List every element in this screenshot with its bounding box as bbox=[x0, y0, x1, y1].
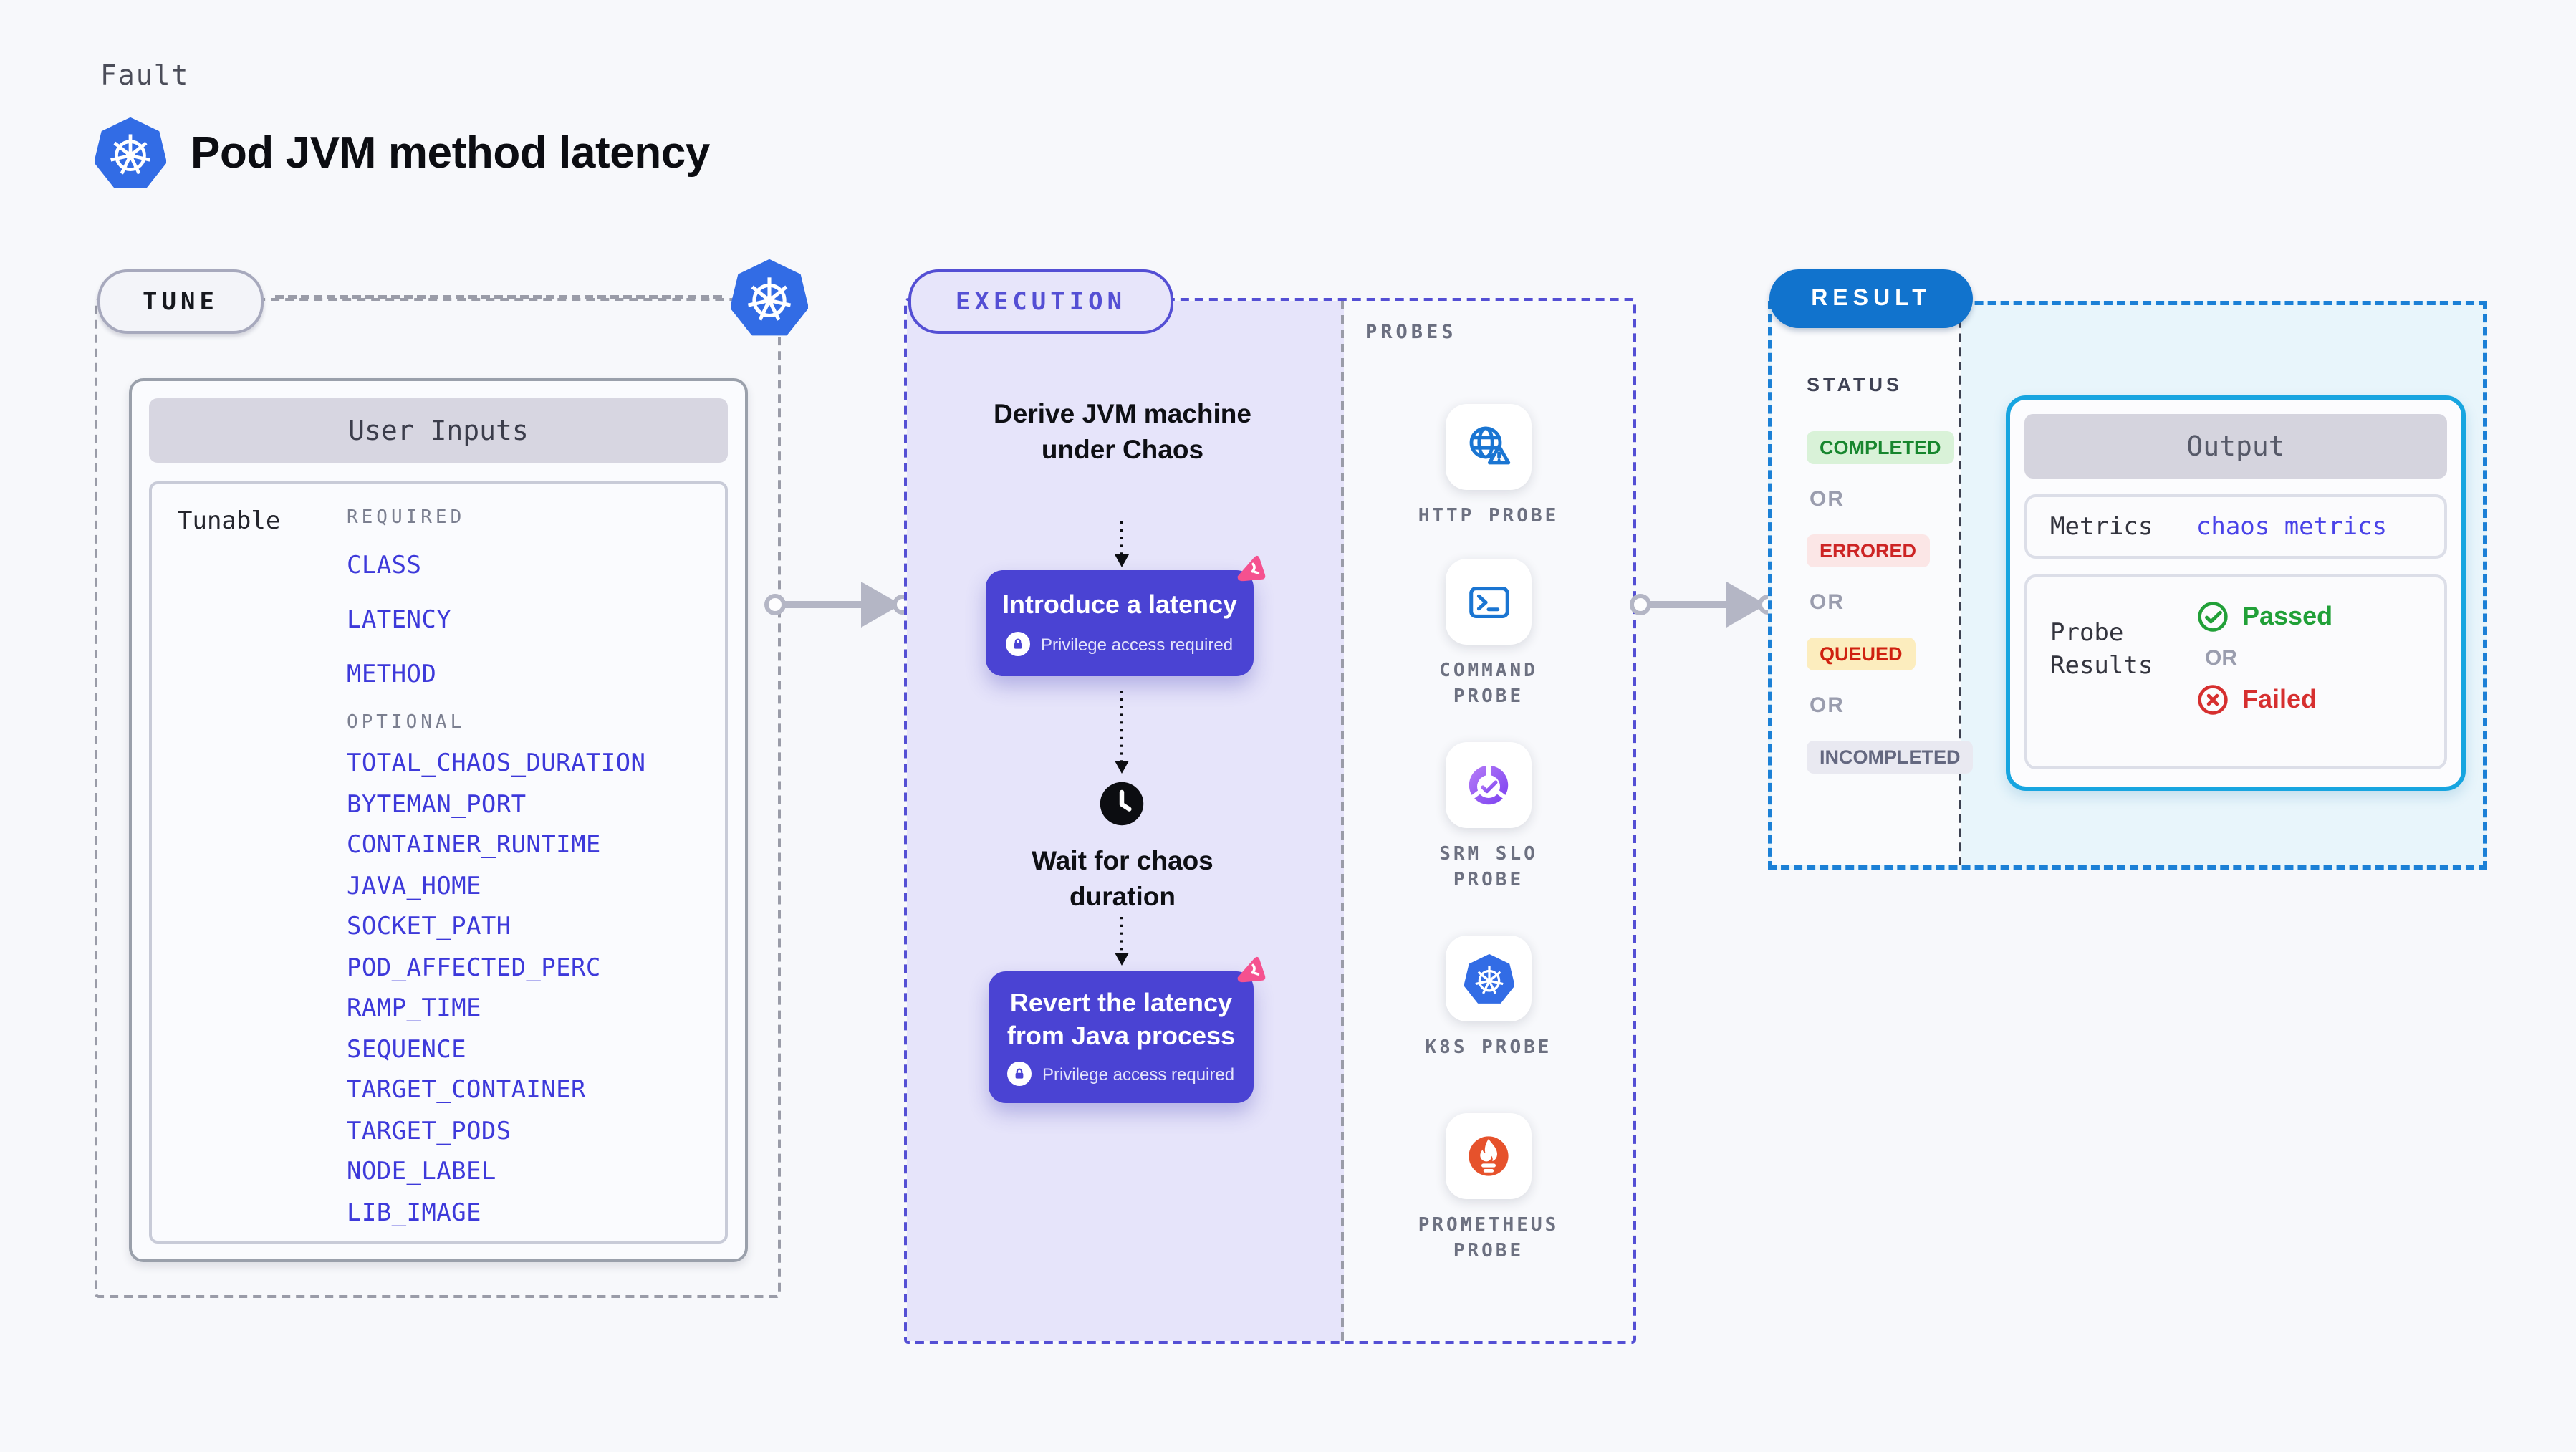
probe-card bbox=[1446, 1113, 1532, 1199]
tunables-panel: Tunable REQUIRED CLASS LATENCY METHOD OP… bbox=[149, 481, 728, 1244]
privilege-note: Privilege access required bbox=[1042, 1064, 1235, 1084]
tunable-item: CLASS bbox=[347, 552, 422, 580]
step-title: Introduce a latency bbox=[1001, 590, 1238, 619]
step-title: from Java process bbox=[1006, 1021, 1236, 1050]
metrics-row: Metrics chaos metrics bbox=[2024, 494, 2447, 559]
tunable-item: SOCKET_PATH bbox=[347, 913, 511, 941]
failed-result: Failed bbox=[2196, 683, 2332, 716]
probe-card bbox=[1446, 404, 1532, 490]
tune-connector-line bbox=[275, 295, 722, 299]
output-card: Output Metrics chaos metrics Probe Resul… bbox=[2006, 395, 2466, 791]
failed-label: Failed bbox=[2242, 685, 2317, 713]
introduce-latency-step: Introduce a latency Privilege access req… bbox=[986, 570, 1254, 676]
k8s-probe-icon bbox=[1464, 953, 1514, 1004]
or-label: OR bbox=[2205, 646, 2237, 670]
lock-icon bbox=[1007, 1062, 1032, 1086]
tunable-item: METHOD bbox=[347, 660, 437, 689]
tunable-item: RAMP_TIME bbox=[347, 994, 481, 1023]
status-badge-errored: ERRORED bbox=[1807, 534, 1930, 567]
status-badge-completed: COMPLETED bbox=[1807, 431, 1954, 464]
tunable-item: JAVA_HOME bbox=[347, 872, 481, 900]
flow-arrow bbox=[1630, 582, 1778, 628]
litmus-chaos-icon bbox=[1231, 549, 1274, 592]
tunable-item: BYTEMAN_PORT bbox=[347, 790, 527, 819]
command-probe-icon bbox=[1464, 577, 1514, 627]
tunable-item: CONTAINER_RUNTIME bbox=[347, 831, 601, 860]
tune-section-box bbox=[95, 298, 781, 1298]
passed-label: Passed bbox=[2242, 602, 2333, 630]
tunable-item: LATENCY bbox=[347, 606, 452, 635]
fault-kicker: Fault bbox=[100, 60, 190, 92]
tunable-item: POD_AFFECTED_PERC bbox=[347, 953, 601, 982]
tunable-item: NODE_LABEL bbox=[347, 1158, 496, 1186]
tunable-row-label: Tunable bbox=[178, 507, 281, 536]
page-title-row: Pod JVM method latency bbox=[95, 117, 710, 189]
status-badge-queued: QUEUED bbox=[1807, 638, 1916, 670]
probe-item-k8s: K8S PROBE bbox=[1341, 936, 1636, 1062]
passed-result: Passed bbox=[2196, 600, 2332, 633]
check-circle-icon bbox=[2196, 600, 2229, 633]
status-badge-incompleted: INCOMPLETED bbox=[1807, 741, 1974, 774]
clock-icon bbox=[1097, 779, 1146, 828]
privilege-note: Privilege access required bbox=[1040, 634, 1234, 654]
wait-step-text: Wait for chaos duration bbox=[1032, 845, 1213, 911]
tunable-item: TARGET_PODS bbox=[347, 1117, 511, 1145]
user-inputs-header: User Inputs bbox=[149, 398, 728, 463]
probes-column-label: PROBES bbox=[1365, 321, 1457, 344]
srm-slo-probe-icon bbox=[1463, 759, 1514, 811]
result-section-pill: RESULT bbox=[1769, 269, 1973, 328]
or-label: OR bbox=[1810, 487, 1845, 511]
tunable-item: SEQUENCE bbox=[347, 1035, 466, 1064]
required-section-label: REQUIRED bbox=[347, 507, 466, 529]
tunable-item: TARGET_CONTAINER bbox=[347, 1076, 586, 1105]
probe-results-label: Probe Results bbox=[2050, 619, 2153, 681]
lock-icon bbox=[1006, 632, 1031, 656]
derive-step-text: Derive JVM machine under Chaos bbox=[994, 398, 1251, 464]
status-label: STATUS bbox=[1807, 374, 1903, 395]
down-connector-arrow bbox=[1115, 521, 1129, 567]
user-inputs-card: User Inputs Tunable REQUIRED CLASS LATEN… bbox=[129, 378, 748, 1262]
tunable-item: TOTAL_CHAOS_DURATION bbox=[347, 749, 646, 778]
down-connector-arrow bbox=[1115, 691, 1129, 774]
kubernetes-icon bbox=[95, 117, 166, 189]
optional-section-label: OPTIONAL bbox=[347, 712, 466, 734]
or-label: OR bbox=[1810, 590, 1845, 615]
output-header: Output bbox=[2024, 414, 2447, 479]
kubernetes-icon bbox=[731, 259, 808, 337]
step-title: Revert the latency bbox=[1009, 989, 1233, 1017]
metrics-label: Metrics bbox=[2050, 512, 2153, 541]
revert-latency-step: Revert the latency from Java process Pri… bbox=[989, 971, 1254, 1103]
status-panel: STATUS COMPLETED OR ERRORED OR QUEUED OR… bbox=[1772, 305, 1974, 865]
tune-section-pill: TUNE bbox=[97, 269, 264, 334]
x-circle-icon bbox=[2196, 683, 2229, 716]
metrics-value: chaos metrics bbox=[2196, 512, 2387, 541]
prometheus-probe-icon bbox=[1463, 1130, 1514, 1182]
tunable-item: LIB_IMAGE bbox=[347, 1198, 481, 1227]
status-badges-list: COMPLETED OR ERRORED OR QUEUED OR INCOMP… bbox=[1807, 431, 1974, 774]
probe-item-http: HTTP PROBE bbox=[1341, 404, 1636, 530]
http-probe-icon bbox=[1463, 421, 1514, 473]
or-label: OR bbox=[1810, 693, 1845, 718]
litmus-chaos-icon bbox=[1231, 951, 1274, 993]
probe-card bbox=[1446, 559, 1532, 645]
probe-results-row: Probe Results Passed OR Failed bbox=[2024, 574, 2447, 769]
required-tunables-list: CLASS LATENCY METHOD bbox=[347, 552, 451, 691]
down-connector-arrow bbox=[1115, 917, 1129, 966]
optional-tunables-list: TOTAL_CHAOS_DURATION BYTEMAN_PORT CONTAI… bbox=[347, 749, 645, 1229]
flow-arrow bbox=[764, 582, 913, 628]
probe-card bbox=[1446, 742, 1532, 828]
page-title: Pod JVM method latency bbox=[191, 128, 710, 178]
execution-section-pill: EXECUTION bbox=[908, 269, 1173, 334]
probe-card bbox=[1446, 936, 1532, 1021]
